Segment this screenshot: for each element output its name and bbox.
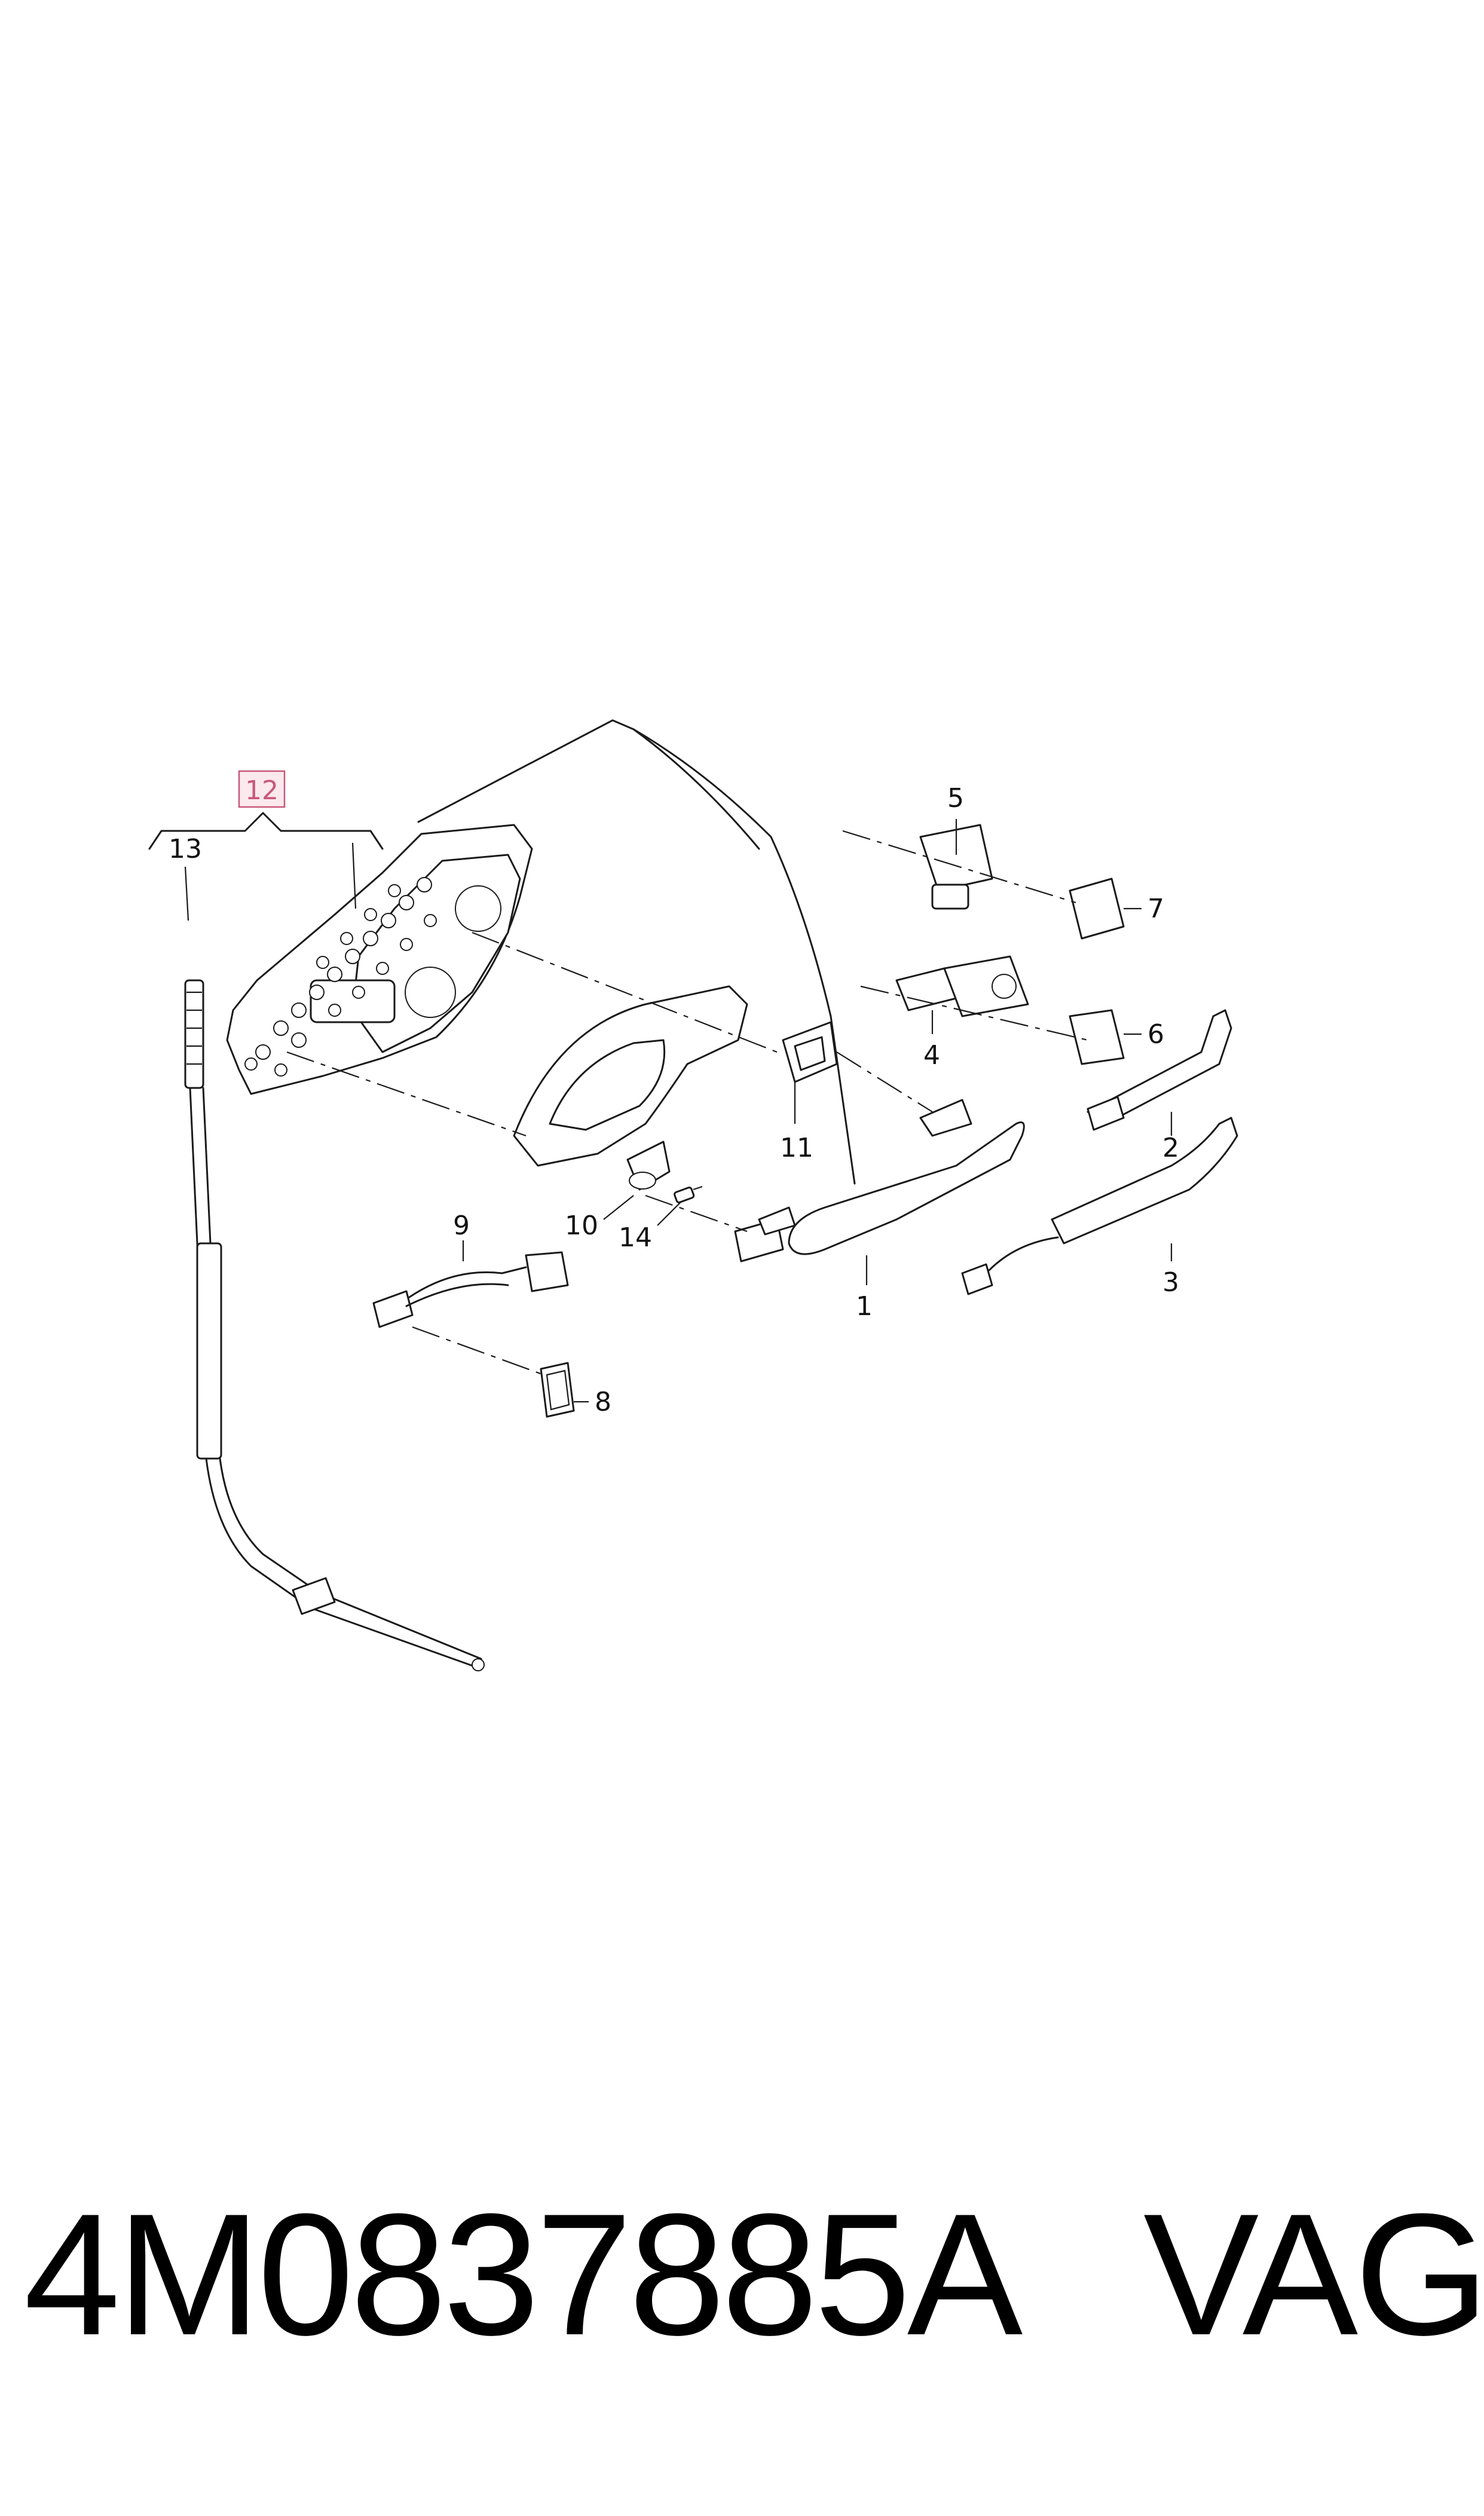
callout-5: 5 [947,783,964,814]
latch-5 [919,824,993,910]
gasket-11 [782,1021,838,1083]
leader-lines [462,819,1173,1403]
callout-14: 14 [619,1222,652,1253]
part-number: 4M0837885A [24,2178,1013,2371]
carrier-holes [244,877,437,1077]
callout-13: 13 [169,834,202,864]
cap-6 [1069,1009,1125,1065]
screw-14 [674,1185,703,1204]
callout-10: 10 [565,1210,598,1241]
callout-2: 2 [1162,1133,1179,1163]
cover-strip-2 [1087,1009,1232,1131]
wiring-9 [372,1251,569,1328]
callout-1: 1 [856,1291,873,1322]
callout-labels: 1 2 3 4 5 6 7 8 9 10 11 12 13 14 [169,770,1179,1417]
callout-12: 12 [245,775,279,806]
handle-bezel [513,985,748,1167]
handle-sensor-3 [961,1117,1238,1295]
callout-9: 9 [453,1210,470,1241]
part-number-footer: 4M0837885A VAG [24,2188,1484,2361]
grommet-10 [626,1141,671,1191]
callout-12-highlight-box [238,770,286,808]
callout-4: 4 [923,1040,940,1071]
assembly-lines [286,830,1088,1376]
bracket-12 [148,812,384,921]
clip-8 [540,1362,575,1418]
bowden-cable [184,979,485,1671]
callout-6: 6 [1148,1019,1164,1050]
callout-11: 11 [780,1133,813,1163]
handle-carrier [226,824,533,1095]
lock-cylinder-4 [895,955,1029,1017]
callout-7: 7 [1148,894,1164,924]
callout-8: 8 [595,1387,611,1417]
callout-3: 3 [1162,1267,1179,1298]
door-panel-outline [417,719,856,1185]
cap-7 [1069,878,1125,940]
brand-label: VAG [1143,2178,1484,2371]
outer-handle-1 [734,1099,1025,1262]
